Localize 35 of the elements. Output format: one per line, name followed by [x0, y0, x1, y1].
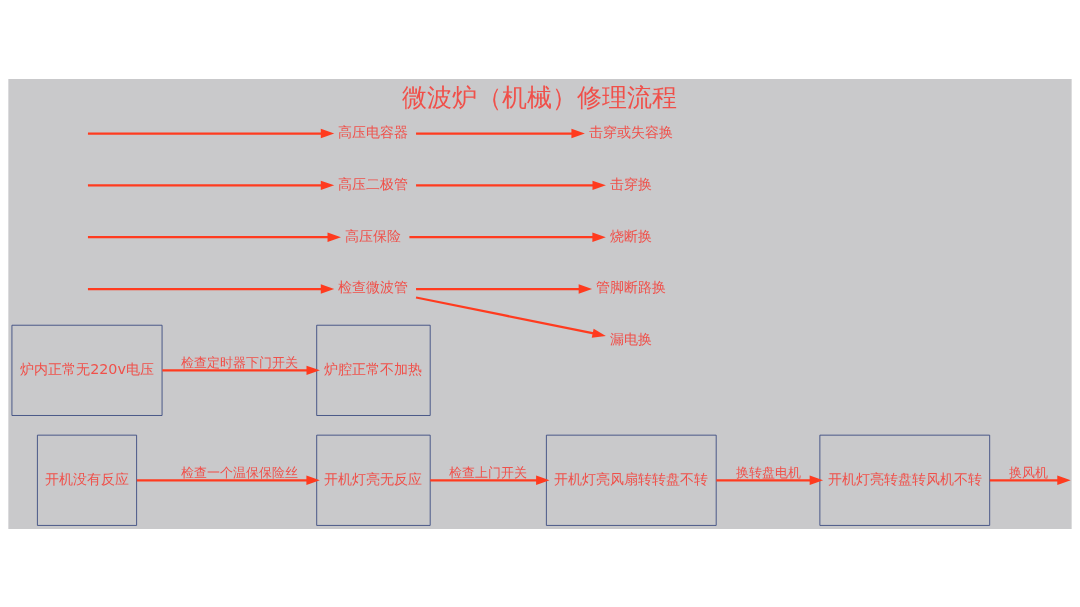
arrow [87, 232, 341, 242]
arrow [87, 128, 335, 138]
arrow [416, 180, 606, 190]
node-box: 开机灯亮风扇转转盘不转 [545, 434, 717, 526]
diagram-title: 微波炉（机械）修理流程 [402, 82, 678, 112]
arrow [162, 365, 320, 375]
arrow [430, 475, 550, 485]
arrow [409, 232, 606, 242]
arrow [416, 283, 593, 294]
node-text: 击穿或失容换 [589, 123, 674, 140]
node-box: 炉腔正常不加热 [316, 324, 431, 416]
node-text: 管脚断路换 [596, 278, 667, 295]
edge-label: 检查上门开关 [449, 464, 528, 480]
arrow [136, 475, 320, 485]
edge-label: 检查一个温保保险丝 [180, 464, 298, 480]
arrow [87, 283, 335, 294]
arrow [416, 128, 585, 138]
node-box: 炉内正常无220v电压 [11, 324, 163, 416]
edge-label: 检查定时器下门开关 [180, 354, 298, 370]
edge-label: 换转盘电机 [735, 464, 801, 480]
node-text: 高压保险 [345, 227, 402, 244]
node-box: 开机没有反应 [36, 434, 138, 526]
arrow [716, 475, 824, 485]
node-text: 击穿换 [610, 175, 653, 192]
node-text: 漏电换 [610, 330, 653, 347]
node-box: 开机灯亮无反应 [316, 434, 431, 526]
arrow [415, 295, 606, 338]
arrow [989, 475, 1071, 485]
node-box: 开机灯亮转盘转风机不转 [819, 434, 991, 526]
node-text: 高压电容器 [338, 123, 409, 140]
node-text: 高压二极管 [338, 175, 409, 192]
node-text: 烧断换 [610, 227, 653, 244]
edge-label: 换风机 [1009, 464, 1049, 480]
node-text: 检查微波管 [338, 278, 409, 295]
arrow [87, 180, 335, 190]
